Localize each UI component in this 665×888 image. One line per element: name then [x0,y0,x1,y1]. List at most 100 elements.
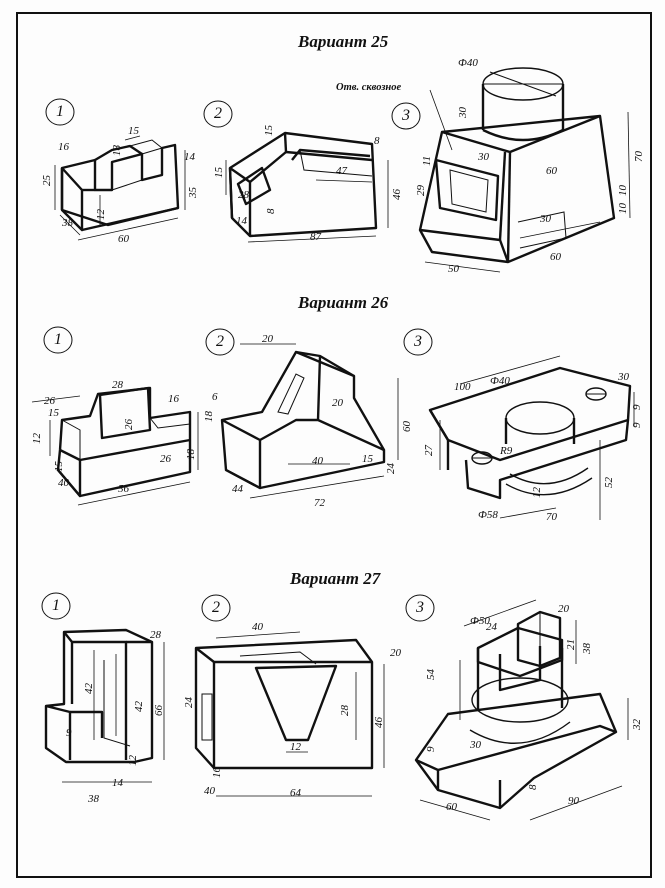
dimension-label: 38 [88,793,99,805]
dimension-label: 40 [58,477,69,489]
dimension-label: 25 [41,175,53,186]
v27-part1-drawing [44,628,165,783]
dimension-label: 90 [568,795,579,807]
dimension-label: 29 [415,185,427,196]
dimension-label: 15 [53,461,65,472]
dimension-label: 9 [66,727,72,739]
dimension-label: 30 [618,371,629,383]
dimension-label: 47 [336,165,347,177]
dimension-label: 9 [631,404,643,411]
dimension-label: 32 [631,719,643,730]
v25-part3-drawing [418,67,631,273]
v25-part2-drawing [225,131,389,243]
dimension-label: 15 [213,167,225,178]
v25-part1-drawing [54,135,186,241]
dimension-label: 60 [401,421,413,432]
dimension-label: 72 [314,497,325,509]
dimension-label: 52 [603,477,615,488]
dimension-label: 28 [339,705,351,716]
dimension-label: 12 [127,755,139,766]
item-number-circles [41,98,435,622]
dimension-label: 24 [385,463,397,474]
dimension-label: 40 [312,455,323,467]
dimension-label: 40 [204,785,215,797]
dimension-label: 100 [454,381,471,393]
dimension-label: 30 [478,151,489,163]
item-number: 2 [212,599,220,616]
dimension-label: 70 [633,151,645,162]
dimension-label: 24 [486,621,497,633]
variant-title: Вариант 25 [298,32,389,51]
dimension-label: 16 [58,141,69,153]
dimension-label: 18 [185,449,197,460]
dimension-label: 21 [565,639,577,650]
dimension-label: 16 [168,393,179,405]
dimension-label: 26 [123,419,135,430]
dimension-label: 20 [390,647,401,659]
dimension-label: 38 [581,643,593,654]
dimension-label: Ф40 [490,375,510,387]
dimension-label: 14 [236,215,247,227]
dimension-label: 30 [540,213,551,225]
dimension-label: 60 [446,801,457,813]
item-number: 2 [216,333,224,350]
dimension-label: 10 [617,185,629,196]
dimension-label: 15 [128,125,139,137]
dimension-label: 44 [232,483,243,495]
dimension-label: 54 [425,669,437,680]
variant-title: Вариант 27 [290,569,381,588]
dimension-label: 28 [238,189,249,201]
dimension-label: 24 [183,697,195,708]
dimension-label: 26 [160,453,171,465]
dimension-label: 66 [153,705,165,716]
dimension-label: 14 [184,151,195,163]
dimension-label: 42 [133,701,145,712]
dimension-label: 16 [211,767,223,778]
dimension-label: 56 [118,483,129,495]
dimension-label: 20 [558,603,569,615]
dimension-label: 27 [423,445,435,456]
dimension-label: 87 [310,231,321,243]
dimension-label: Ф58 [478,509,498,521]
v26-part1-drawing [31,386,199,506]
dimension-label: 30 [457,107,469,118]
dimension-label: 70 [546,511,557,523]
dimension-label: 9 [425,746,437,753]
through-hole-note: Отв. сквозное [336,82,402,93]
dimension-label: 15 [48,407,59,419]
dimension-label: 12 [290,741,301,753]
dimension-label: 60 [550,251,561,263]
dimension-label: 26 [44,395,55,407]
dimension-label: 18 [111,145,123,156]
item-number: 3 [414,333,422,350]
dimension-label: 15 [362,453,373,465]
dimension-label: 20 [262,333,273,345]
dimension-label: 12 [31,433,43,444]
dimension-label: Ф40 [458,57,478,69]
dimension-label: 10 [617,203,629,214]
dimension-label: 30 [470,739,481,751]
dimension-label: 64 [290,787,301,799]
dimension-label: 12 [95,209,107,220]
dimension-label: 46 [391,189,403,200]
dimension-label: 15 [263,125,275,136]
dimension-label: 50 [448,263,459,275]
sheet-frame [16,12,652,878]
item-number: 1 [54,331,62,348]
dimension-label: 20 [332,397,343,409]
dimension-label: 12 [531,487,543,498]
v26-part3-drawing [428,355,635,520]
dimension-label: 38 [62,217,73,229]
v27-part3-drawing [414,599,629,821]
item-number: 3 [402,107,410,124]
dimension-label: 14 [112,777,123,789]
item-number: 1 [56,103,64,120]
dimension-label: 9 [631,422,643,429]
dimension-label: 8 [374,135,380,147]
dimension-label: Ф50 [470,615,490,627]
dimension-label: 40 [252,621,263,633]
dimension-label: 8 [265,208,277,215]
variant-title: Вариант 26 [298,293,389,312]
